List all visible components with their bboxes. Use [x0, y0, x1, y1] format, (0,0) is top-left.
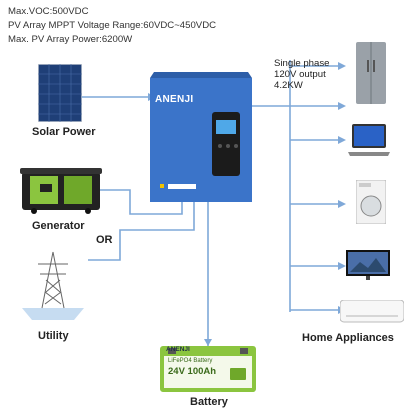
output-line1: Single phase: [274, 58, 329, 70]
home-appliances-label: Home Appliances: [302, 332, 394, 344]
utility-tower-icon: [18, 250, 88, 327]
air-conditioner-icon: [340, 300, 404, 329]
generator-icon: [20, 166, 102, 219]
arrow-washer: [338, 200, 346, 208]
arrow-output: [338, 102, 346, 110]
inverter-brand: ANENJI: [155, 94, 193, 105]
arrow-laptop: [338, 136, 346, 144]
solar-panel-icon: [38, 64, 82, 127]
utility-line: [88, 200, 194, 260]
battery-brand: ANENJI: [166, 346, 190, 353]
arrow-tv: [338, 262, 346, 270]
inverter-unit: [150, 72, 252, 207]
output-line2: 120V output: [274, 69, 326, 81]
tv-icon: [346, 250, 390, 287]
arrow-fridge: [338, 62, 346, 70]
fridge-icon: [356, 42, 386, 109]
solar-power-label: Solar Power: [32, 126, 96, 138]
battery-label: Battery: [190, 396, 228, 408]
output-line3: 4.2KW: [274, 80, 303, 92]
battery-type: LiFePO4 Battery: [168, 358, 212, 364]
laptop-icon: [348, 124, 390, 165]
arrow-battery-down: [204, 339, 212, 346]
battery-rating: 24V 100Ah: [168, 366, 216, 377]
utility-label: Utility: [38, 330, 69, 342]
generator-label: Generator: [32, 220, 85, 232]
or-label: OR: [96, 234, 113, 246]
washing-machine-icon: [356, 180, 386, 229]
